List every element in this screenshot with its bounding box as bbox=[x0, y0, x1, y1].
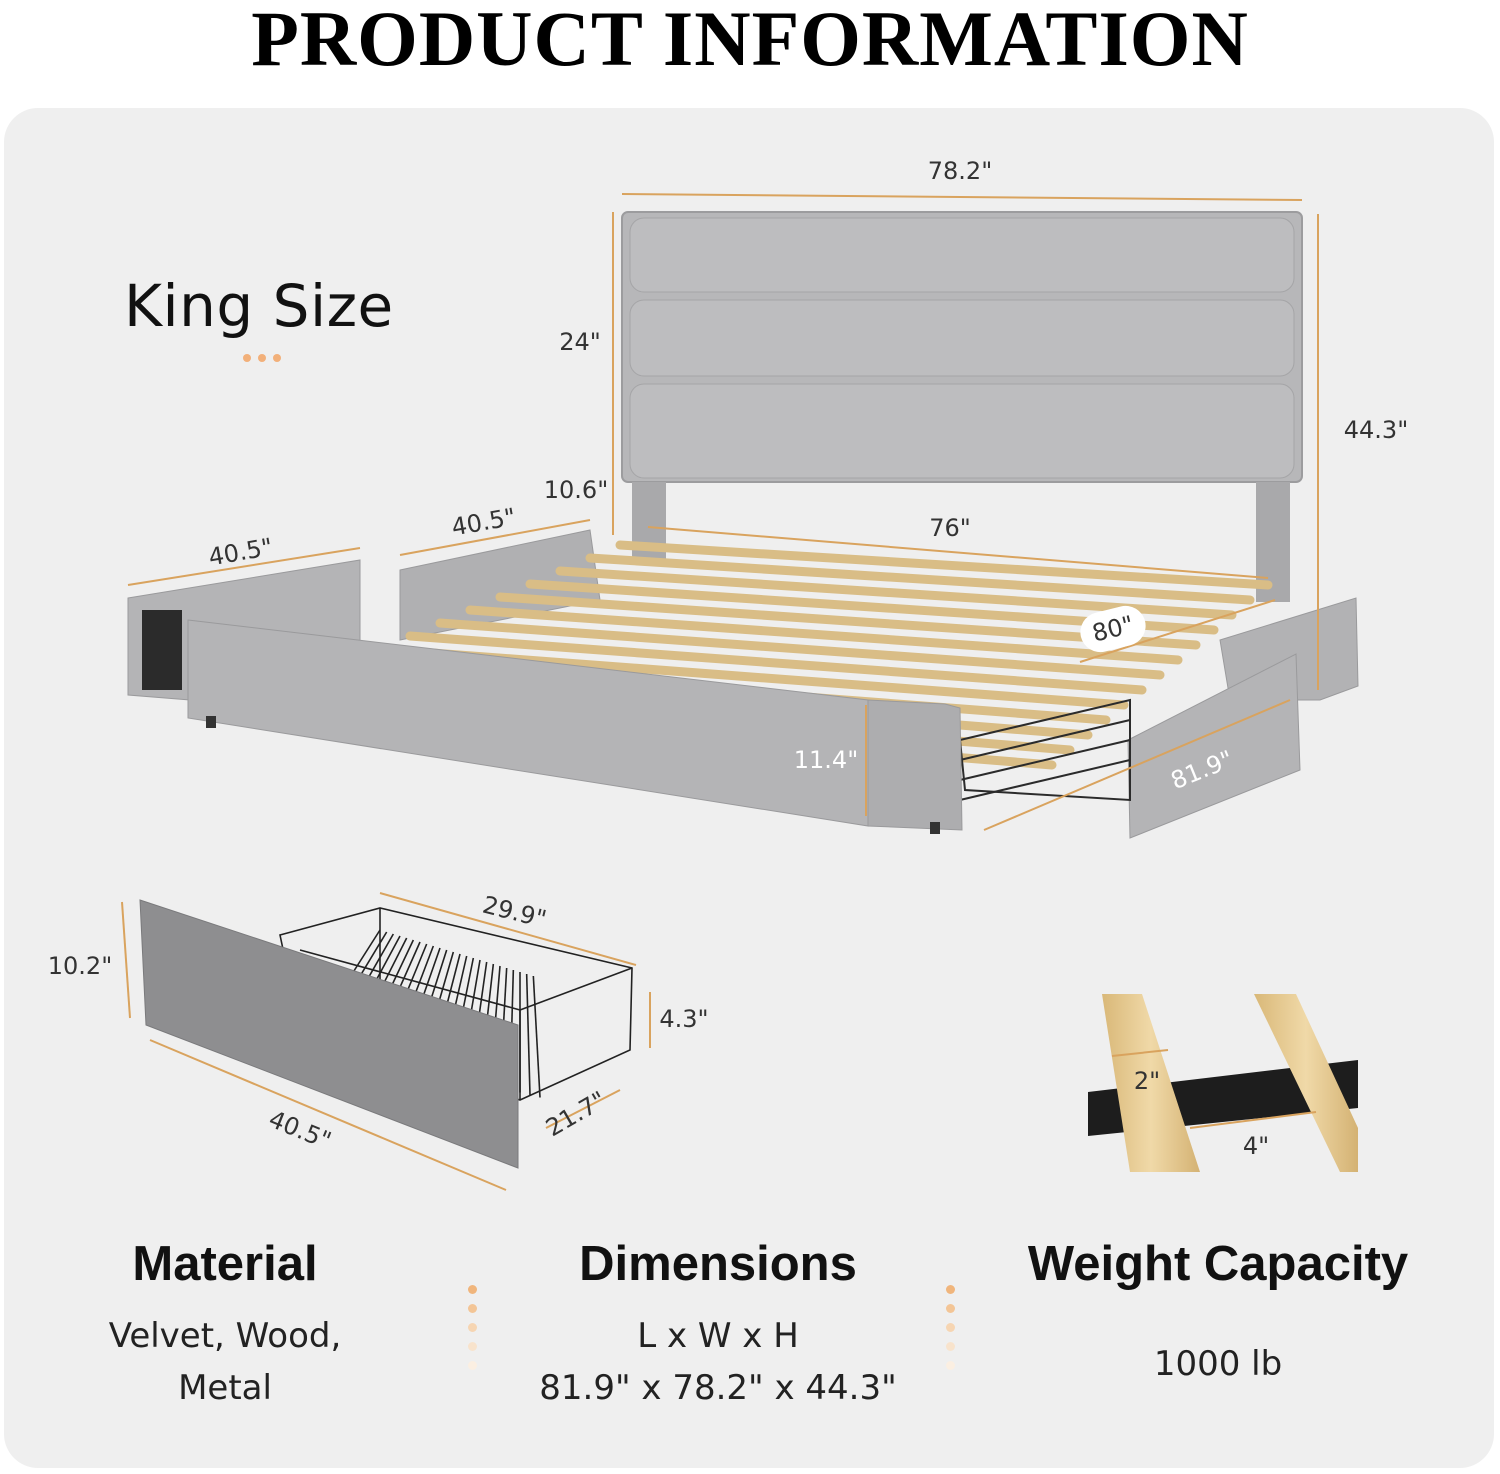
slat-gap-label: 4" bbox=[1243, 1132, 1269, 1160]
material-line-1: Velvet, Wood, bbox=[108, 1316, 342, 1356]
divider-dots-2 bbox=[946, 1285, 955, 1370]
material-line-2: Metal bbox=[178, 1368, 272, 1408]
bed-slat bbox=[495, 592, 1201, 650]
size-label: King Size bbox=[124, 272, 394, 340]
basket-depth-label: 21.7" bbox=[541, 1086, 611, 1142]
bed-dimension-lines bbox=[127, 193, 1319, 831]
weight-section: Weight Capacity 1000 lb bbox=[1000, 1236, 1436, 1390]
headboard-width-label: 78.2" bbox=[928, 157, 992, 185]
side-height-label: 11.4" bbox=[794, 746, 858, 774]
inner-length-label: 76" bbox=[929, 514, 971, 542]
drawer-left-label: 40.5" bbox=[206, 533, 274, 572]
dimensions-section: Dimensions L x W x H 81.9" x 78.2" x 44.… bbox=[518, 1236, 918, 1414]
dimensions-title: Dimensions bbox=[579, 1237, 857, 1291]
bed-slat bbox=[465, 605, 1183, 665]
basket-length-label: 29.9" bbox=[480, 891, 549, 934]
page-title: PRODUCT INFORMATION bbox=[251, 0, 1249, 82]
slat-detail-drawing bbox=[1088, 994, 1358, 1172]
bed-slat bbox=[585, 553, 1255, 605]
material-section: Material Velvet, Wood, Metal bbox=[60, 1236, 390, 1414]
headboard-height-label: 24" bbox=[559, 328, 601, 356]
slat-thickness-label: 2" bbox=[1134, 1067, 1160, 1095]
bed-slat bbox=[405, 631, 1147, 695]
inner-width-pill bbox=[1080, 605, 1146, 653]
weight-value: 1000 lb bbox=[1153, 1344, 1283, 1384]
total-height-label: 44.3" bbox=[1344, 416, 1408, 444]
drawer-dimension-lines bbox=[121, 892, 651, 1191]
material-title: Material bbox=[132, 1237, 318, 1291]
slat-dimension-lines bbox=[1111, 1049, 1317, 1129]
dimensions-line-2: 81.9" x 78.2" x 44.3" bbox=[539, 1368, 897, 1408]
size-dots bbox=[243, 354, 281, 362]
bed-frame-drawing bbox=[127, 211, 1359, 839]
divider-dots-1 bbox=[468, 1285, 477, 1370]
basket-height-label: 4.3" bbox=[659, 1005, 708, 1033]
bed-slat bbox=[615, 540, 1273, 590]
drawer-length-label: 40.5" bbox=[265, 1105, 335, 1155]
drawer-height-label: 10.2" bbox=[48, 952, 112, 980]
bed-slat bbox=[435, 618, 1165, 680]
weight-title: Weight Capacity bbox=[1027, 1237, 1409, 1291]
drawer-drawing bbox=[139, 899, 633, 1169]
dimensions-line-1: L x W x H bbox=[637, 1316, 799, 1356]
basket-wire bbox=[532, 975, 541, 1098]
leg-clearance-label: 10.6" bbox=[544, 476, 608, 504]
basket-wire bbox=[525, 973, 531, 1096]
